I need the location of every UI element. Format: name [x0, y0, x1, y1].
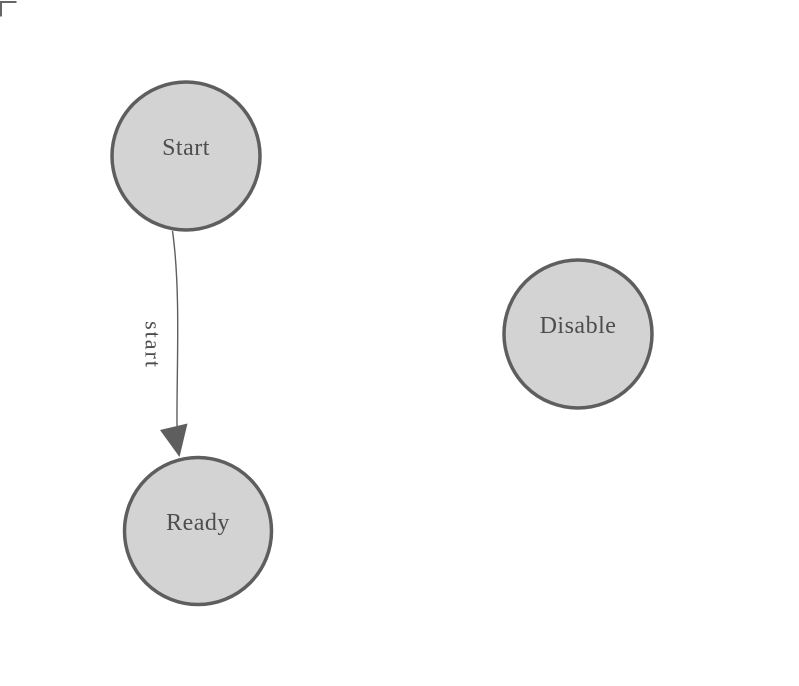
node-disable[interactable]: Disable: [502, 258, 654, 410]
edge-line-start-ready[interactable]: [171, 230, 179, 427]
node-circle-disable[interactable]: [502, 258, 654, 410]
node-label-disable: Disable: [540, 313, 617, 339]
node-label-start: Start: [162, 135, 210, 161]
edge-start-ready: start: [141, 230, 188, 457]
node-ready[interactable]: Ready: [122, 455, 274, 607]
node-circle-ready[interactable]: [122, 455, 274, 607]
canvas-corner-mark: [0, 1, 17, 17]
node-start[interactable]: Start: [110, 80, 262, 232]
node-label-ready: Ready: [166, 510, 230, 536]
node-circle-start[interactable]: [110, 80, 262, 232]
edge-arrowhead-icon: [160, 423, 188, 457]
edge-label: start: [141, 321, 166, 369]
